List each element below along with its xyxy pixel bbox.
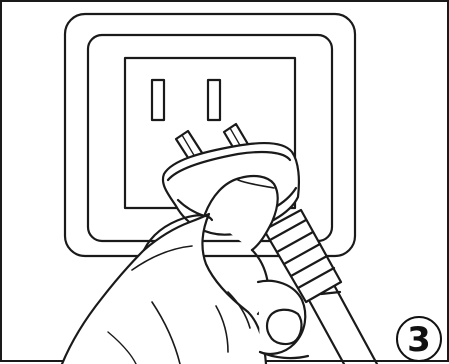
power-cord-icon bbox=[310, 285, 377, 364]
step-number-badge: 3 bbox=[396, 316, 442, 362]
step-number-label: 3 bbox=[407, 323, 431, 357]
